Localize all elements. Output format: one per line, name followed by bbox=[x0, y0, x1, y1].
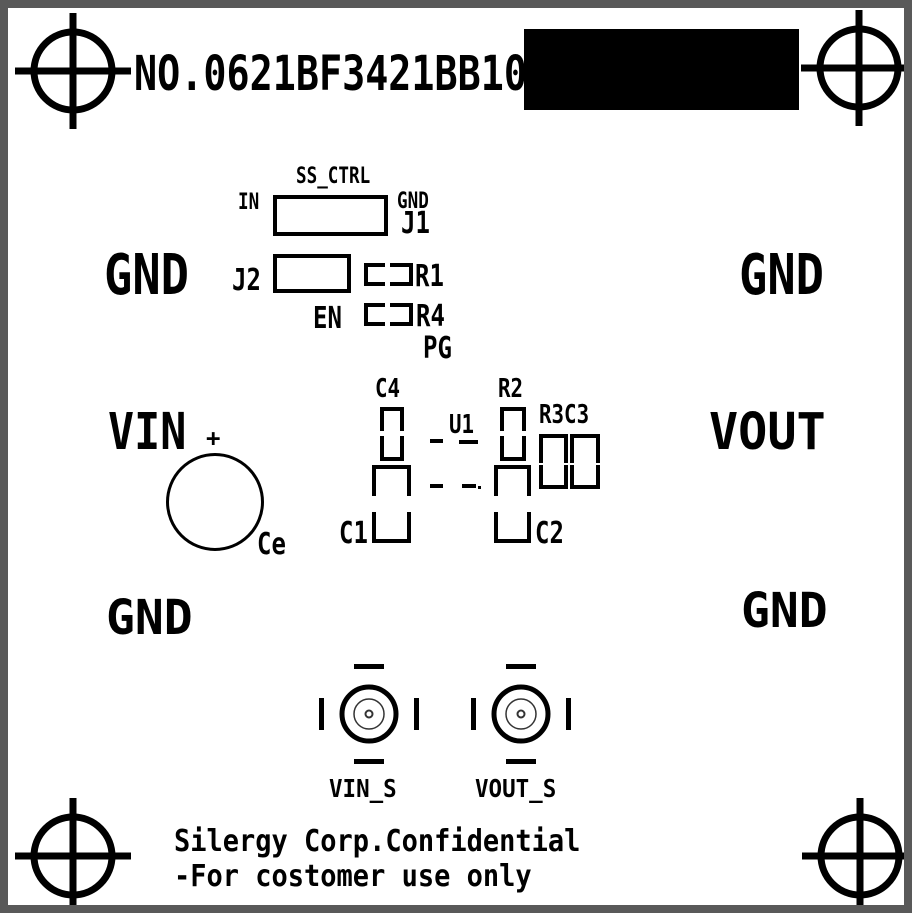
port-label-gnd-top-left: GND bbox=[104, 243, 189, 308]
refdes-c4: C4 bbox=[375, 374, 401, 404]
u1-pin1-dot bbox=[478, 486, 481, 489]
refdes-j2: J2 bbox=[232, 263, 261, 298]
r3-pad-top bbox=[539, 434, 568, 463]
port-label-gnd-bottom-left: GND bbox=[106, 590, 193, 646]
r2-pad-bottom bbox=[500, 436, 526, 461]
refdes-j1: J1 bbox=[401, 206, 430, 241]
jumper-j1-outline bbox=[273, 195, 388, 236]
port-label-vout: VOUT bbox=[709, 403, 826, 462]
u1-corner-mark bbox=[459, 440, 478, 444]
vout-sense-connector-icon bbox=[471, 664, 571, 764]
r2-pad-top bbox=[500, 407, 526, 431]
refdes-u1: U1 bbox=[449, 410, 475, 440]
c3-pad-top bbox=[570, 434, 600, 463]
confidential-text-line1: Silergy Corp.Confidential bbox=[174, 824, 581, 859]
refdes-c1: C1 bbox=[339, 516, 368, 551]
net-label-pg: PG bbox=[423, 331, 452, 366]
refdes-c2: C2 bbox=[535, 516, 564, 551]
testpoint-label-vin-s: VIN_S bbox=[329, 774, 397, 803]
refdes-r2: R2 bbox=[498, 374, 524, 404]
refdes-r1: R1 bbox=[415, 259, 444, 294]
r4-pad-right bbox=[390, 303, 413, 326]
r4-pad-left bbox=[364, 303, 385, 326]
fiducial-crosshair-bottom-right-icon bbox=[802, 798, 904, 905]
ce-polarity-plus: + bbox=[206, 424, 221, 452]
vin-sense-connector-icon bbox=[319, 664, 419, 764]
c4-pad-top bbox=[380, 407, 404, 431]
refdes-ce: Ce bbox=[257, 527, 286, 562]
c2-pad-bottom bbox=[494, 512, 531, 543]
fiducial-crosshair-bottom-left-icon bbox=[15, 798, 131, 905]
port-label-vin: VIN bbox=[108, 403, 187, 462]
net-label-en: EN bbox=[313, 301, 342, 336]
u1-corner-mark bbox=[430, 439, 443, 443]
r1-pad-right bbox=[390, 263, 413, 286]
refdes-r3c3: R3C3 bbox=[539, 400, 590, 430]
fiducial-crosshair-top-left-icon bbox=[15, 13, 131, 129]
jumper-j2-outline bbox=[273, 254, 351, 293]
net-label-ss-ctrl: SS_CTRL bbox=[296, 164, 371, 189]
testpoint-label-vout-s: VOUT_S bbox=[475, 774, 557, 803]
c3-pad-bottom bbox=[570, 465, 600, 489]
net-label-j1-gnd: GND bbox=[397, 189, 429, 214]
confidential-text-line2: -For costomer use only bbox=[174, 859, 532, 894]
c2-pad-top bbox=[494, 465, 531, 496]
c4-pad-bottom bbox=[380, 436, 404, 461]
c1-pad-top bbox=[372, 465, 411, 496]
refdes-r4: R4 bbox=[416, 299, 445, 334]
fiducial-crosshair-top-right-icon bbox=[801, 10, 904, 126]
redacted-label-block bbox=[524, 29, 799, 110]
net-label-in: IN bbox=[238, 190, 260, 215]
c1-pad-bottom bbox=[372, 512, 411, 543]
r1-pad-left bbox=[364, 263, 385, 286]
u1-corner-mark bbox=[430, 484, 443, 488]
u1-corner-mark bbox=[462, 484, 476, 488]
port-label-gnd-bottom-right: GND bbox=[741, 583, 828, 639]
port-label-gnd-top-right: GND bbox=[739, 243, 824, 308]
r3-pad-bottom bbox=[539, 465, 568, 489]
ce-capacitor-outline bbox=[166, 453, 264, 551]
board-number-text: NO.0621BF3421BB10 bbox=[134, 46, 528, 102]
